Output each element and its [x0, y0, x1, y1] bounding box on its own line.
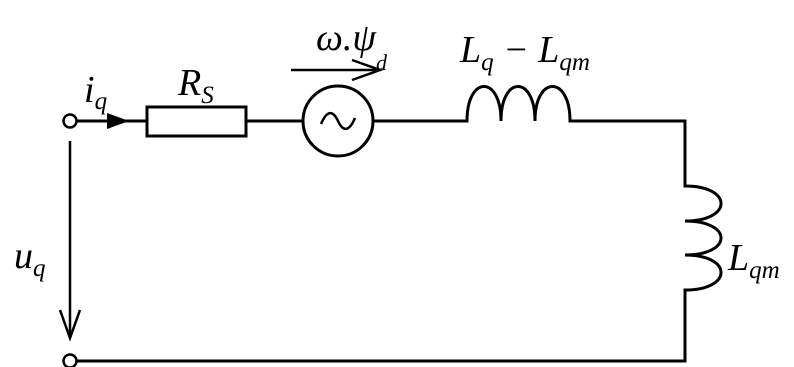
- emf-source: [301, 84, 375, 158]
- voltage-label: uq: [14, 235, 46, 282]
- resistor-label: RS: [177, 62, 214, 109]
- stator-resistor: [145, 105, 248, 138]
- emf-direction-arrow-icon: [291, 58, 384, 82]
- leakage-inductance-label: Lq − Lqm: [459, 29, 590, 76]
- emf-label: ω.ψd: [316, 17, 388, 75]
- leakage-inductor: [465, 85, 572, 123]
- current-label: iq: [84, 69, 107, 115]
- input-terminal-bottom: [62, 353, 78, 367]
- current-arrow-icon: [107, 113, 129, 129]
- input-terminal-top: [62, 113, 78, 129]
- voltage-arrow-icon: [58, 141, 82, 342]
- magnetizing-inductor: [683, 184, 723, 292]
- magnetizing-inductance-label: Lqm: [727, 237, 780, 284]
- ac-wave-icon: [319, 111, 357, 131]
